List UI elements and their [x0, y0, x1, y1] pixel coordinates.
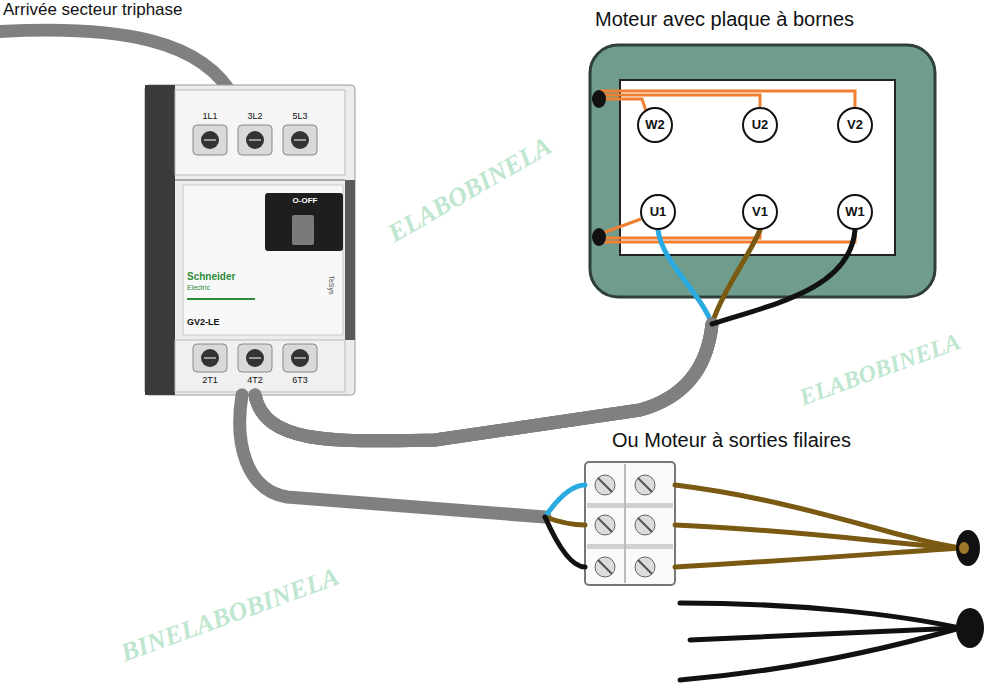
terminal-circle: U2 — [742, 107, 778, 143]
terminal-label: 3L2 — [247, 111, 262, 121]
brand-subtitle: Electric — [187, 284, 210, 292]
lead-sleeve — [956, 530, 980, 566]
lead-sleeve — [956, 608, 984, 648]
terminal-circle: V1 — [742, 194, 778, 230]
supply-label: Arrivée secteur triphase — [3, 0, 183, 20]
terminal-label: 5L3 — [292, 111, 307, 121]
plate-heading: Moteur avec plaque à bornes — [595, 8, 854, 31]
terminal-name: W2 — [645, 118, 665, 133]
terminal-name: U1 — [650, 205, 667, 220]
range-name: TeSys — [327, 275, 335, 294]
motor-circuit-breaker: 1L1 3L2 5L3O-OFF TeSys SchneiderElectricGV2-… — [145, 85, 355, 395]
wire — [545, 517, 585, 525]
terminal-label: 4T2 — [247, 375, 263, 385]
motor-terminal-plate: Moteur avec plaque à bornesW2U2V2U1V1W1 — [590, 45, 935, 297]
wire — [255, 324, 712, 441]
terminal-name: V1 — [752, 205, 768, 220]
wire — [255, 324, 712, 441]
terminal-label: 2T1 — [202, 375, 218, 385]
terminal-circle: W1 — [837, 194, 873, 230]
switch-label: O-OFF — [293, 196, 318, 205]
watermark: ELABOBINELA — [383, 131, 557, 249]
power-cable — [255, 230, 712, 441]
brand-name: Schneider — [187, 271, 235, 283]
terminal-circle: W2 — [637, 107, 673, 143]
terminal-label: 6T3 — [292, 375, 308, 385]
watermark: BINELABOBINELA — [117, 562, 343, 669]
terminal-name: W1 — [845, 205, 865, 220]
watermark: ELABOBINELA — [796, 328, 965, 412]
terminal-block-drawing — [585, 462, 675, 585]
terminal-block: Ou Moteur à sorties filaires — [585, 462, 675, 585]
model-name: GV2-LE — [187, 317, 220, 327]
brown-leads — [675, 485, 962, 567]
terminal-name: U2 — [752, 118, 769, 133]
wire — [545, 517, 585, 567]
terminal-plate-drawing — [590, 45, 935, 297]
power-cable — [240, 395, 585, 567]
terminal-circle: U1 — [640, 194, 676, 230]
black-leads — [680, 603, 960, 680]
power-cable — [255, 230, 855, 441]
terminal-label: 1L1 — [202, 111, 217, 121]
wire — [658, 230, 712, 324]
breaker-body — [145, 85, 355, 395]
power-cable — [255, 230, 760, 441]
terminal-name: V2 — [847, 118, 863, 133]
terminal-circle: V2 — [837, 107, 873, 143]
wire — [240, 395, 545, 517]
wire — [712, 230, 855, 324]
block-heading: Ou Moteur à sorties filaires — [612, 429, 851, 452]
wire — [545, 485, 585, 517]
wire — [255, 324, 712, 441]
lead-sleeve — [959, 542, 969, 554]
